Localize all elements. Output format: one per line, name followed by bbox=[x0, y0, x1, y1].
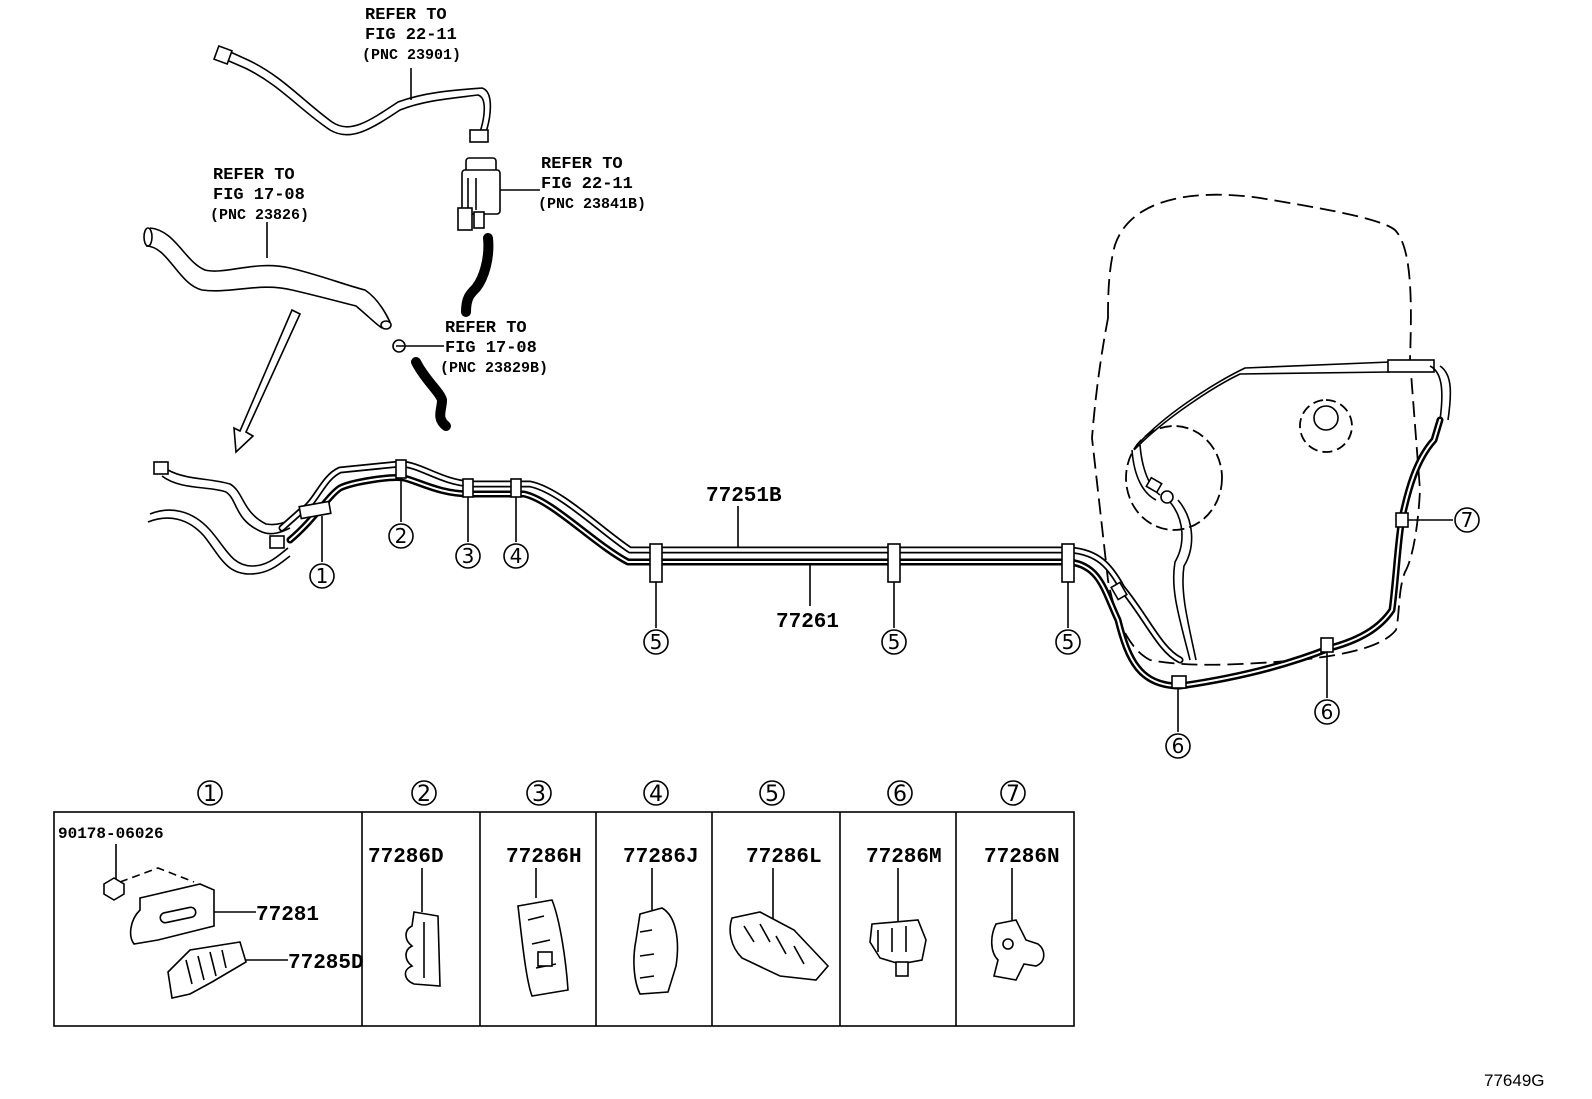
ref-line3: (PNC 23901) bbox=[362, 47, 461, 64]
fuel-tank-outline bbox=[1091, 193, 1452, 666]
parts-table: 1 2 3 4 5 6 7 bbox=[53, 780, 1075, 1027]
table-cell-5: 77286L bbox=[729, 846, 830, 981]
part-number-nut: 90178-06026 bbox=[58, 825, 164, 843]
ref-line3: (PNC 23826) bbox=[210, 207, 309, 224]
table-cell-2: 77286D bbox=[368, 846, 444, 987]
table-header-3: 3 bbox=[532, 782, 546, 807]
part-number-77286M: 77286M bbox=[866, 846, 942, 869]
part-number-77286N: 77286N bbox=[984, 846, 1060, 869]
table-header-1: 1 bbox=[203, 782, 217, 807]
vsv-valve-23841B bbox=[457, 157, 540, 231]
pipe-labels: 77251B 77261 bbox=[706, 485, 839, 634]
callout-6a: 6 bbox=[1172, 734, 1185, 758]
part-number-77286J: 77286J bbox=[623, 846, 699, 869]
callouts: 1 2 3 4 5 5 5 6 6 7 bbox=[309, 478, 1480, 759]
callout-1: 1 bbox=[316, 564, 329, 588]
figure-id: 77649G bbox=[1484, 1071, 1545, 1090]
ref-line1: REFER TO bbox=[541, 155, 623, 174]
callout-2: 2 bbox=[395, 524, 408, 548]
part-number-bracket: 77281 bbox=[256, 904, 319, 927]
ref-label-23841B: REFER TO FIG 22-11 (PNC 23841B) bbox=[538, 155, 646, 213]
part-number-clamp: 77285D bbox=[288, 952, 364, 975]
part-number-77286L: 77286L bbox=[746, 846, 822, 869]
callout-3: 3 bbox=[462, 544, 475, 568]
ref-label-23901: REFER TO FIG 22-11 (PNC 23901) bbox=[362, 6, 461, 64]
table-header-4: 4 bbox=[649, 782, 663, 807]
front-connection-hoses bbox=[147, 461, 295, 575]
callout-5b: 5 bbox=[888, 630, 901, 654]
ref-line2: FIG 22-11 bbox=[541, 175, 633, 194]
ref-line1: REFER TO bbox=[445, 319, 527, 338]
ref-line2: FIG 22-11 bbox=[365, 26, 457, 45]
vapor-hose-23901 bbox=[213, 45, 492, 143]
ref-line3: (PNC 23829B) bbox=[440, 360, 548, 377]
ref-line3: (PNC 23841B) bbox=[538, 196, 646, 213]
part-number-77286H: 77286H bbox=[506, 846, 582, 869]
callout-5a: 5 bbox=[650, 630, 663, 654]
filler-hose-23826 bbox=[143, 222, 392, 330]
direction-arrow bbox=[233, 308, 302, 454]
hose-clamp-23829B bbox=[392, 339, 451, 431]
ref-line2: FIG 17-08 bbox=[445, 339, 537, 358]
table-header-7: 7 bbox=[1006, 782, 1020, 807]
ref-line1: REFER TO bbox=[213, 166, 295, 185]
ref-label-23829B: REFER TO FIG 17-08 (PNC 23829B) bbox=[440, 319, 548, 377]
table-header-2: 2 bbox=[417, 782, 431, 807]
pipe-label-lower: 77261 bbox=[776, 611, 839, 634]
callout-7: 7 bbox=[1461, 508, 1474, 532]
ref-line1: REFER TO bbox=[365, 6, 447, 25]
ref-label-23826: REFER TO FIG 17-08 (PNC 23826) bbox=[210, 166, 309, 224]
callout-4: 4 bbox=[510, 544, 523, 568]
table-header-5: 5 bbox=[765, 782, 779, 807]
table-cell-7: 77286N bbox=[984, 846, 1060, 981]
pipe-clamps bbox=[298, 459, 1409, 689]
part-number-77286D: 77286D bbox=[368, 846, 444, 869]
table-header-6: 6 bbox=[893, 782, 907, 807]
table-cell-4: 77286J bbox=[623, 846, 699, 995]
callout-5c: 5 bbox=[1062, 630, 1075, 654]
black-hose-upper bbox=[461, 233, 494, 317]
table-cell-3: 77286H bbox=[506, 846, 582, 997]
table-cell-6: 77286M bbox=[866, 846, 942, 977]
pipe-label-upper: 77251B bbox=[706, 485, 782, 508]
table-cell-1: 90178-06026 77281 77285D bbox=[58, 825, 364, 999]
ref-line2: FIG 17-08 bbox=[213, 186, 305, 205]
callout-6b: 6 bbox=[1321, 700, 1334, 724]
